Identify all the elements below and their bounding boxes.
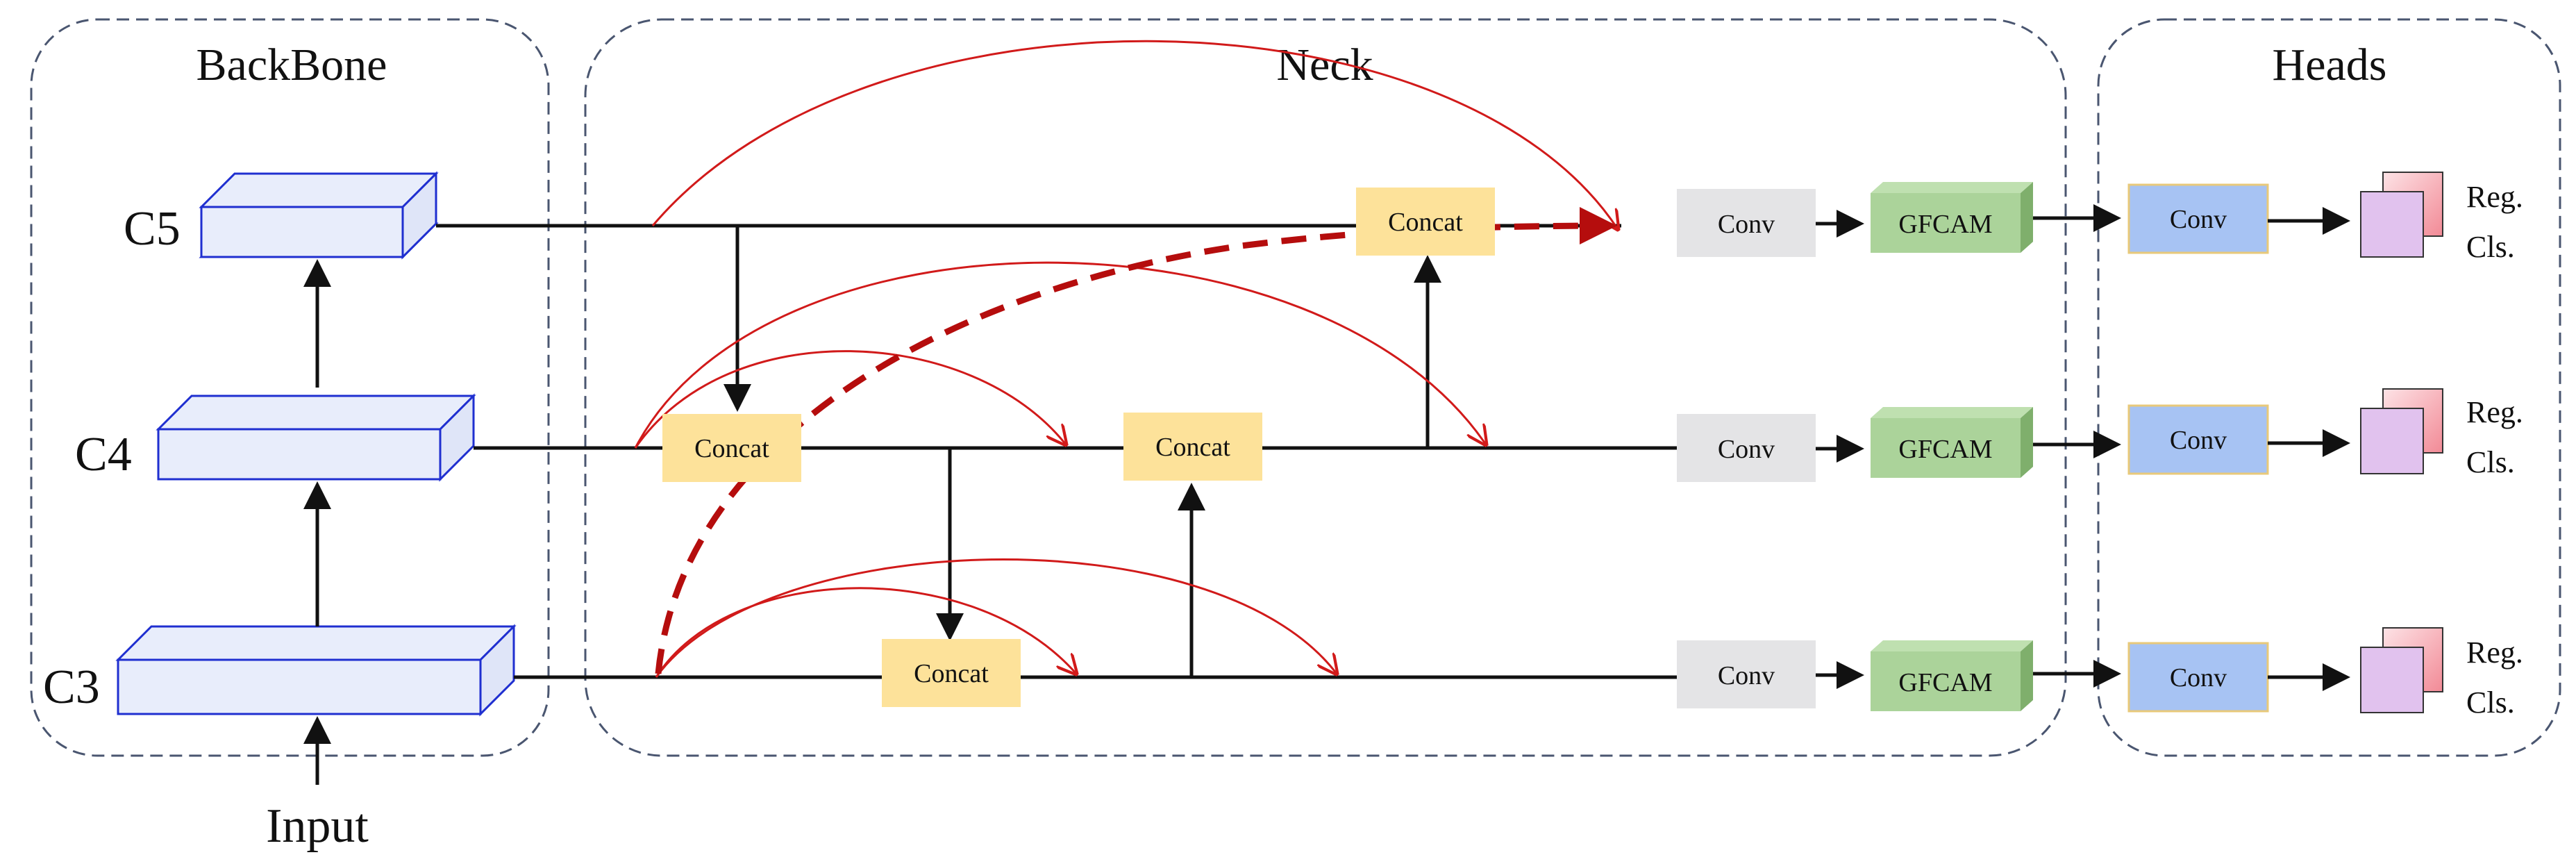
skip-arrow-c3-to-far (655, 558, 1337, 677)
concat-mid-left-label: Concat (694, 434, 769, 463)
head-3-reg-label: Reg. (2466, 635, 2523, 670)
head-3-output-maps (2360, 627, 2443, 713)
label-c5: C5 (124, 202, 181, 256)
concat-top-label: Concat (1388, 208, 1463, 237)
head-conv-1 (2127, 183, 2269, 254)
head-2-output-maps (2360, 388, 2443, 474)
neck-output-row-3: Conv GFCAM (1677, 640, 2033, 711)
head-1-output-maps (2360, 172, 2443, 258)
head-conv-3 (2127, 642, 2269, 713)
gfcam-3-label: GFCAM (1898, 668, 1992, 697)
gfcam-2-block: GFCAM (1871, 407, 2033, 478)
head-conv-2 (2127, 404, 2269, 475)
concat-bottom-label: Concat (914, 659, 989, 688)
head-1-reg-label: Reg. (2466, 180, 2523, 214)
neck-conv-2-label: Conv (1718, 435, 1775, 464)
neck-conv-1 (1677, 189, 1816, 257)
backbone-c4-block (156, 393, 476, 482)
concat-mid-right-label: Concat (1155, 433, 1230, 462)
head-1-cls-label: Cls. (2466, 230, 2515, 264)
neck-output-row-2: Conv GFCAM (1677, 407, 2033, 482)
head-3-cls-label: Cls. (2466, 686, 2515, 720)
head-row-1: Conv Reg. Cls. (2127, 172, 2523, 264)
head-2-reg-label: Reg. (2466, 395, 2523, 429)
head-conv-2-label: Conv (2170, 426, 2227, 455)
head-2-cls-label: Cls. (2466, 445, 2515, 479)
gfcam-2-label: GFCAM (1898, 435, 1992, 464)
gfcam-1-label: GFCAM (1898, 210, 1992, 239)
heads-section (2097, 18, 2561, 757)
neck-title: Neck (1276, 40, 1373, 90)
backbone-title: BackBone (196, 40, 387, 90)
neck-conv-3 (1677, 640, 1816, 708)
gfcam-1-block: GFCAM (1871, 182, 2033, 253)
head-row-3: Conv Reg. Cls. (2127, 627, 2523, 720)
concat-bottom-block: Concat (882, 639, 1021, 707)
heads-title: Heads (2273, 40, 2387, 90)
skip-arrow-c4-to-concat-mid-right (634, 350, 1066, 448)
input-label: Input (266, 799, 369, 853)
neck-section (584, 18, 2067, 757)
label-c3: C3 (43, 661, 100, 714)
head-row-2: Conv Reg. Cls. (2127, 388, 2523, 479)
concat-mid-left-block: Concat (662, 414, 801, 482)
skip-arrow-c3-to-mid (655, 587, 1076, 678)
neck-conv-2 (1677, 414, 1816, 482)
backbone-c3-block (115, 624, 517, 717)
concat-top-block: Concat (1356, 188, 1495, 256)
neck-output-row-1: Conv GFCAM (1677, 182, 2033, 257)
gfcam-3-block: GFCAM (1871, 640, 2033, 711)
concat-mid-right-block: Concat (1123, 413, 1262, 481)
skip-arrow-top-long (651, 40, 1618, 229)
neck-conv-3-label: Conv (1718, 661, 1775, 690)
neck-conv-1-label: Conv (1718, 210, 1775, 239)
head-conv-1-label: Conv (2170, 205, 2227, 234)
skip-arrow-c4-to-neck-line (634, 261, 1486, 448)
backbone-section (30, 18, 550, 757)
head-conv-3-label: Conv (2170, 663, 2227, 692)
backbone-c5-block (199, 171, 439, 260)
label-c4: C4 (75, 428, 132, 481)
